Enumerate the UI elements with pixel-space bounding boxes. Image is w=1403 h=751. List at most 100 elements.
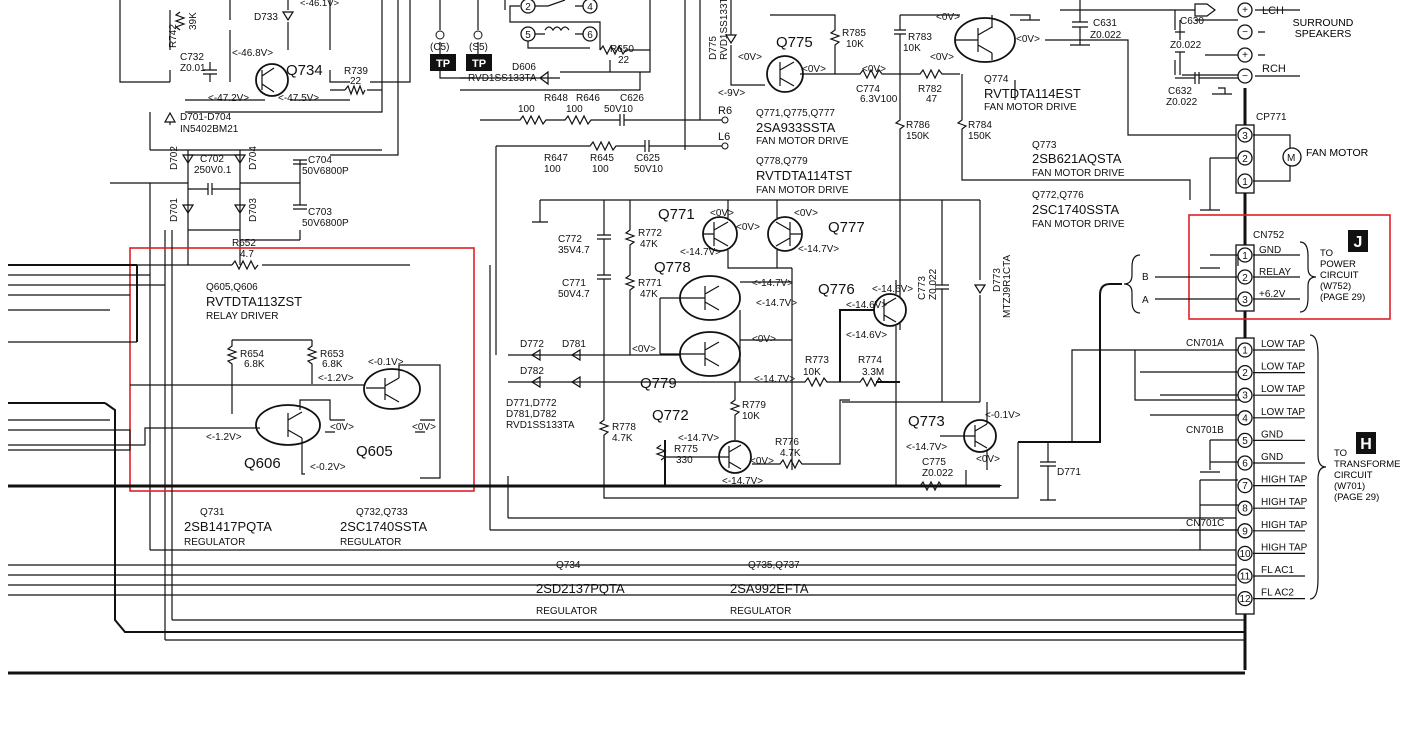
r782-ref: R782 (918, 84, 942, 95)
d775-ref: D775 (708, 36, 719, 60)
speaker-rch-label: RCH (1262, 63, 1286, 75)
q774-part: RVTDTA114EST (984, 86, 1081, 101)
r779-value: 330 (676, 455, 693, 466)
relay-pin-5: 5 (520, 26, 536, 42)
cp771-connector: CP771 3 2 1 M FAN MOTOR (1200, 112, 1368, 211)
diode-note-refs2: D781,D782 (506, 409, 557, 420)
cn701-pin-5-num: 5 (1242, 436, 1248, 447)
q772-q776-role: FAN MOTOR DRIVE (1032, 219, 1125, 230)
net-l6: L6 (718, 131, 730, 143)
voltage-v12: <0V> (710, 208, 734, 219)
r739-value: 22 (350, 76, 362, 87)
surround-speakers-block: C631 Z0.022 C630 Z0.022 C632 Z0.022 + − … (1060, 0, 1353, 108)
relay-pin-2: 2 (520, 0, 536, 14)
voltage-v7: <0V> (802, 64, 826, 75)
cn701b-ref: CN701B (1186, 425, 1224, 436)
q734-role: REGULATOR (536, 606, 597, 617)
voltage-v22: <-14.7V> (678, 433, 719, 444)
cn752-desc-0: TO (1320, 248, 1334, 259)
cn752-desc-3: (W752) (1320, 281, 1352, 292)
r786-ref: R786 (906, 120, 930, 131)
cn701-desc-fo: TO TRANSFORME CIRCUIT (W701) (PAGE 29) (1334, 448, 1401, 503)
speaker-pin-2: − (1237, 24, 1253, 40)
fan-drive-core: C772 35V4.7 C771 50V4.7 R778 4.7K R772 4… (506, 199, 1135, 501)
svg-text:4: 4 (587, 2, 593, 13)
voltage-v15: <0V> (736, 222, 760, 233)
r773-value: 3.3M (862, 367, 884, 378)
voltage-v8: <0V> (862, 64, 886, 75)
transistor-q772: Q772 (652, 407, 752, 474)
voltage-v31: <0V> (330, 422, 354, 433)
c772-value: 35V4.7 (558, 245, 590, 256)
c774-value: 10K (903, 43, 921, 54)
transistor-q778: Q778 (654, 259, 741, 321)
cn701-desc-3: (W701) (1334, 481, 1366, 492)
transistor-q734: Q734 (255, 62, 323, 97)
fan-drive-top: D775 RVD1SS133TA <0V> <-9V> Q775 <0V> R7… (708, 0, 1240, 330)
d606-ref: D606 (512, 62, 536, 73)
c773-value: Z0.022 (928, 268, 939, 300)
d781-label: D782 (520, 366, 544, 377)
cn701-pin-2: 2 (1237, 364, 1253, 381)
q605-q606-part: RVTDTA113ZST (206, 294, 302, 309)
c632-ref: C632 (1168, 86, 1192, 97)
r645-ref: R645 (590, 153, 614, 164)
cn701-pin-4: 4 (1237, 410, 1253, 426)
r772-value: 47K (640, 239, 658, 250)
r785-ref: R785 (842, 28, 866, 39)
q732-q733-part: 2SC1740SSTA (340, 519, 428, 534)
c626-ref: C626 (620, 93, 644, 104)
voltage-v30: <-1.2V> (318, 373, 354, 384)
cn701-tag: H (1356, 432, 1376, 454)
cn701-pin-7-label: HIGH TAP (1261, 475, 1308, 486)
r778-ref: R779 (742, 400, 766, 411)
q731-refs: Q731 (200, 507, 225, 518)
q735-q737-refs: Q735,Q737 (748, 560, 800, 571)
speaker-pin-rch: − (1237, 68, 1253, 84)
cn701-pin-1: 1 (1237, 342, 1253, 358)
r783-ref: C774 (856, 84, 880, 95)
voltage-v4: <-46.1V> (300, 0, 340, 9)
svg-text:−: − (1242, 27, 1248, 38)
cn701a-ref: CN701A (1186, 338, 1224, 349)
transistor-q777: Q777 (767, 216, 865, 252)
r772-ref: R772 (638, 228, 662, 239)
d703-label: D703 (248, 198, 259, 222)
speaker-lch-label: LCH (1262, 5, 1284, 17)
c702-ref: C702 (200, 154, 224, 165)
cn752-pin-3-num: 3 (1242, 295, 1248, 306)
net-b: B (1142, 272, 1149, 283)
ba-bracket: B A (1018, 254, 1149, 443)
q774-role: FAN MOTOR DRIVE (984, 102, 1077, 113)
r776-value: Z0.022 (922, 468, 954, 479)
cn752-pin-1-label: GND (1259, 245, 1281, 256)
cn701-desc-0: TO (1334, 448, 1348, 459)
r778-value: 10K (742, 411, 760, 422)
q771-q775-q777-part: 2SA933SSTA (756, 120, 836, 135)
cn701-pin-9-num: 9 (1242, 526, 1248, 537)
r654-ref: R654 (240, 349, 264, 360)
q771-q775-q777-refs: Q771,Q775,Q777 (756, 108, 835, 119)
q773-refs: Q773 (1032, 140, 1057, 151)
cn701-pin-2-label: LOW TAP (1261, 362, 1305, 373)
q778-label: Q778 (654, 259, 691, 276)
d773-value: MTZJ9R1CTA (1002, 255, 1013, 318)
cn752-tag-text: J (1354, 234, 1363, 251)
q773-role: FAN MOTOR DRIVE (1032, 168, 1125, 179)
q779-label: Q779 (640, 375, 677, 392)
cn701-pin-5: 5 (1237, 432, 1253, 449)
q606-label: Q606 (244, 455, 281, 472)
r645-value: 100 (592, 164, 609, 175)
r776-ref: C775 (922, 457, 946, 468)
tp-c5-badge: TP (430, 54, 456, 71)
relay-pin-4: 4 (582, 0, 598, 14)
cn701-pin-1-num: 1 (1242, 346, 1248, 357)
voltage-v19b: <-14.6V> (846, 330, 887, 341)
q605-q606-role: RELAY DRIVER (206, 311, 278, 322)
cn701-pin-4-label: LOW TAP (1261, 407, 1305, 418)
r654-value: 6.8K (244, 359, 265, 370)
transistor-q775: Q775 (766, 34, 813, 93)
voltage-v18: <-14.6V> (872, 284, 913, 295)
relay-driver-highlight (129, 247, 475, 492)
voltage-v10: <0V> (930, 52, 954, 63)
